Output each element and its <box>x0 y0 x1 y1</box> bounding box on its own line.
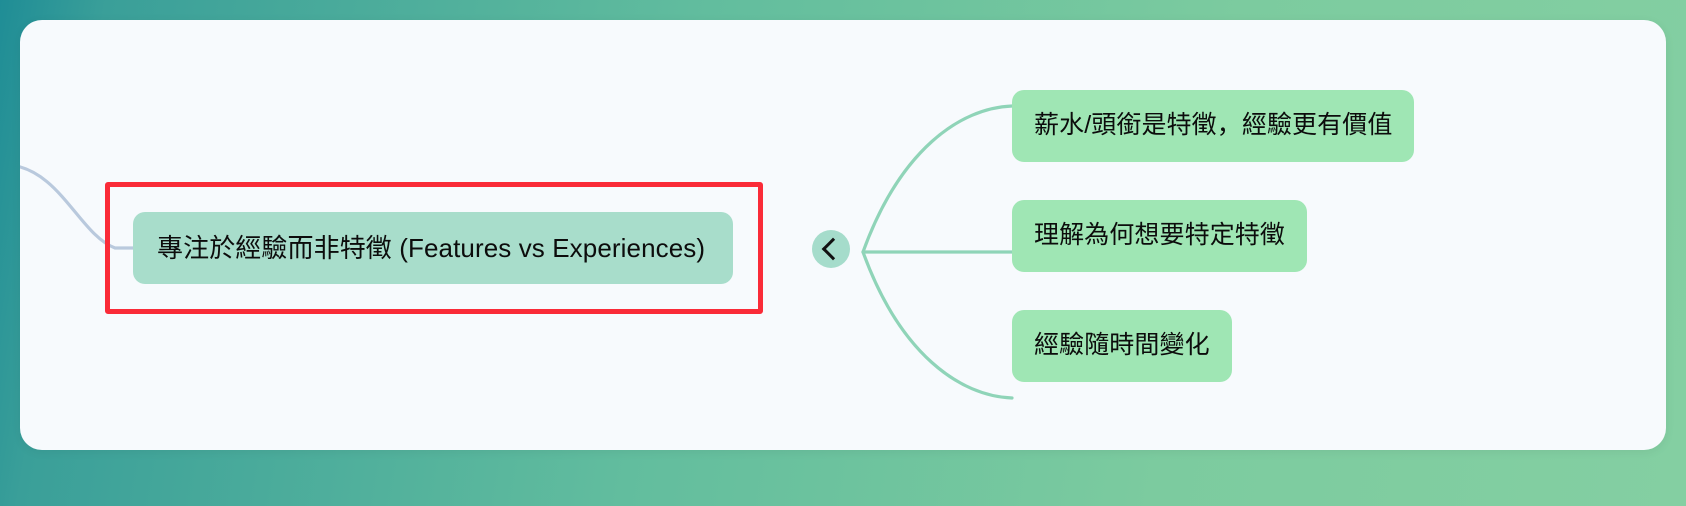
node-label: 理解為何想要特定特徵 <box>1034 221 1286 250</box>
node-label: 經驗隨時間變化 <box>1034 331 1210 360</box>
mindmap-canvas[interactable]: 專注於經驗而非特徵 (Features vs Experiences) 薪水/頭… <box>20 20 1666 450</box>
selection-highlight-box <box>105 182 763 314</box>
mindmap-node-child-2[interactable]: 經驗隨時間變化 <box>1012 310 1232 382</box>
mindmap-node-child-1[interactable]: 理解為何想要特定特徵 <box>1012 200 1308 272</box>
node-label: 專注於經驗而非特徵 (Features vs Experiences) <box>157 232 706 263</box>
node-label: 薪水/頭銜是特徵，經驗更有價值 <box>1034 111 1393 140</box>
collapse-children-button[interactable] <box>812 230 850 268</box>
chevron-left-icon <box>821 237 844 261</box>
mindmap-node-selected[interactable]: 專注於經驗而非特徵 (Features vs Experiences) <box>133 212 733 284</box>
mindmap-node-child-0[interactable]: 薪水/頭銜是特徵，經驗更有價值 <box>1012 90 1415 162</box>
branch-edge-2 <box>861 250 1014 400</box>
branch-edge-0 <box>861 104 1014 254</box>
